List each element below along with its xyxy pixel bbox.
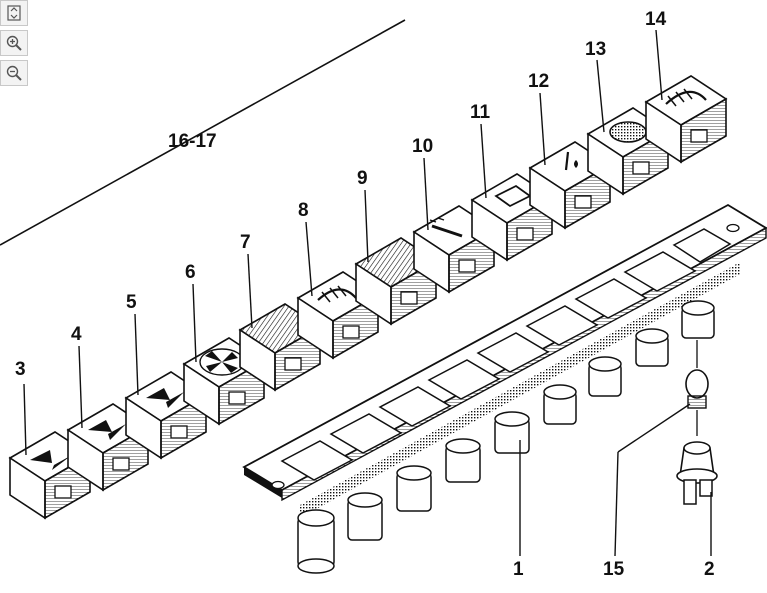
zoom-in-icon bbox=[6, 35, 22, 51]
callout-1: 1 bbox=[513, 559, 524, 580]
zoom-out-icon bbox=[6, 65, 22, 81]
callout-12: 12 bbox=[528, 71, 549, 92]
callout-8: 8 bbox=[298, 200, 309, 221]
switch-openings bbox=[280, 228, 732, 481]
callout-leaders bbox=[23, 29, 712, 557]
viewer-toolbar bbox=[0, 0, 30, 90]
group-leader-line bbox=[0, 19, 406, 246]
arrow-up-symbol bbox=[30, 450, 52, 463]
zoom-in-button[interactable] bbox=[0, 30, 28, 56]
mounting-hole bbox=[271, 480, 285, 490]
callout-2: 2 bbox=[704, 559, 715, 580]
switch-cap-6 bbox=[182, 337, 266, 426]
lamp-sockets bbox=[297, 300, 715, 574]
callout-15: 15 bbox=[603, 559, 625, 580]
callout-14: 14 bbox=[645, 9, 667, 30]
mounting-hole bbox=[726, 223, 740, 233]
callout-10: 10 bbox=[412, 136, 433, 157]
high-beam-symbol bbox=[665, 90, 707, 105]
switch-cap-14 bbox=[644, 75, 728, 164]
callout-6: 6 bbox=[185, 262, 196, 283]
callout-9: 9 bbox=[357, 168, 368, 189]
hazard-arrows-symbol bbox=[146, 388, 170, 400]
rear-defrost-symbol bbox=[431, 224, 463, 238]
fog-lamp-symbol bbox=[609, 121, 647, 143]
switch-panel-frame bbox=[242, 203, 767, 518]
bulb-holder bbox=[676, 441, 718, 505]
headlamp-symbol bbox=[317, 288, 357, 301]
fit-page-button[interactable] bbox=[0, 0, 28, 26]
callout-13: 13 bbox=[585, 39, 606, 60]
double-arrow-symbol bbox=[88, 420, 112, 432]
arrow-down-symbol bbox=[52, 455, 72, 470]
bulb bbox=[685, 340, 709, 436]
callout-7: 7 bbox=[240, 232, 251, 253]
callout-16-17: 16-17 bbox=[168, 131, 217, 152]
callout-5: 5 bbox=[126, 292, 137, 313]
callout-4: 4 bbox=[71, 324, 82, 345]
callout-11: 11 bbox=[470, 102, 491, 123]
fit-page-icon bbox=[7, 5, 21, 21]
callout-3: 3 bbox=[15, 359, 26, 380]
zoom-out-button[interactable] bbox=[0, 60, 28, 86]
lever-symbol bbox=[564, 151, 570, 171]
